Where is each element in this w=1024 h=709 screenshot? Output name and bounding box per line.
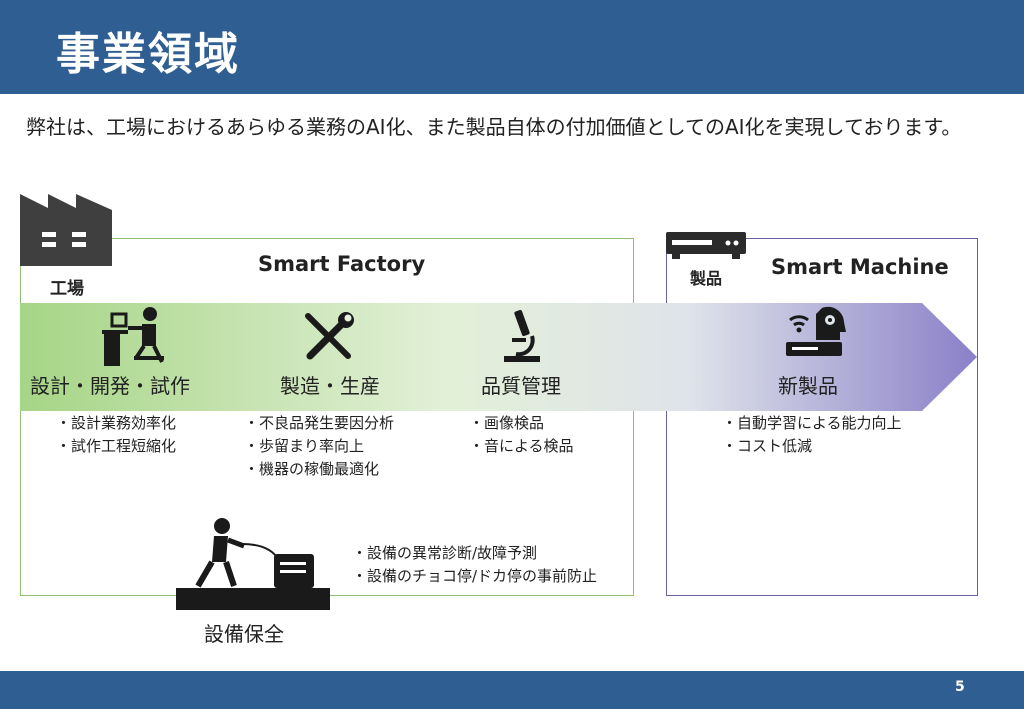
stage-label-maintenance: 設備保全	[204, 618, 284, 647]
stage-label-manufacturing: 製造・生産	[280, 370, 380, 399]
bullet-item: ・設計業務効率化	[56, 412, 176, 435]
worker-hose-machine-icon	[176, 516, 330, 610]
new-product-bullets: ・自動学習による能力向上 ・コスト低減	[722, 412, 902, 458]
device-box-icon	[666, 232, 746, 260]
bullet-item: ・音による検品	[469, 435, 574, 458]
stage-label-quality: 品質管理	[481, 370, 561, 399]
bullet-item: ・設備の異常診断/故障予測	[352, 542, 597, 565]
wrench-screwdriver-icon	[302, 310, 356, 364]
bullet-item: ・設備のチョコ停/ドカ停の事前防止	[352, 565, 597, 588]
microscope-icon	[502, 308, 542, 364]
intro-text: 弊社は、工場におけるあらゆる業務のAI化、また製品自体の付加価値としてのAI化を…	[26, 113, 986, 142]
bullet-item: ・試作工程短縮化	[56, 435, 176, 458]
smart-machine-title: Smart Machine	[771, 255, 949, 279]
designer-desk-icon	[100, 306, 170, 366]
page-title: 事業領域	[56, 18, 240, 82]
manufacturing-bullets: ・不良品発生要因分析 ・歩留まり率向上 ・機器の稼働最適化	[244, 412, 394, 481]
footer-bar	[0, 671, 1024, 709]
bullet-item: ・不良品発生要因分析	[244, 412, 394, 435]
smart-factory-title: Smart Factory	[258, 252, 425, 276]
bullet-item: ・自動学習による能力向上	[722, 412, 902, 435]
factory-icon	[20, 194, 112, 266]
ai-head-device-icon	[786, 304, 848, 358]
stage-label-new-product: 新製品	[778, 370, 838, 399]
stage-label-design: 設計・開発・試作	[30, 370, 190, 399]
product-label: 製品	[690, 265, 722, 289]
factory-label: 工場	[50, 274, 84, 299]
bullet-item: ・歩留まり率向上	[244, 435, 394, 458]
bullet-item: ・画像検品	[469, 412, 574, 435]
design-bullets: ・設計業務効率化 ・試作工程短縮化	[56, 412, 176, 458]
maintenance-bullets: ・設備の異常診断/故障予測 ・設備のチョコ停/ドカ停の事前防止	[352, 542, 597, 588]
page-number: 5	[955, 679, 965, 695]
bullet-item: ・コスト低減	[722, 435, 902, 458]
quality-bullets: ・画像検品 ・音による検品	[469, 412, 574, 458]
bullet-item: ・機器の稼働最適化	[244, 458, 394, 481]
